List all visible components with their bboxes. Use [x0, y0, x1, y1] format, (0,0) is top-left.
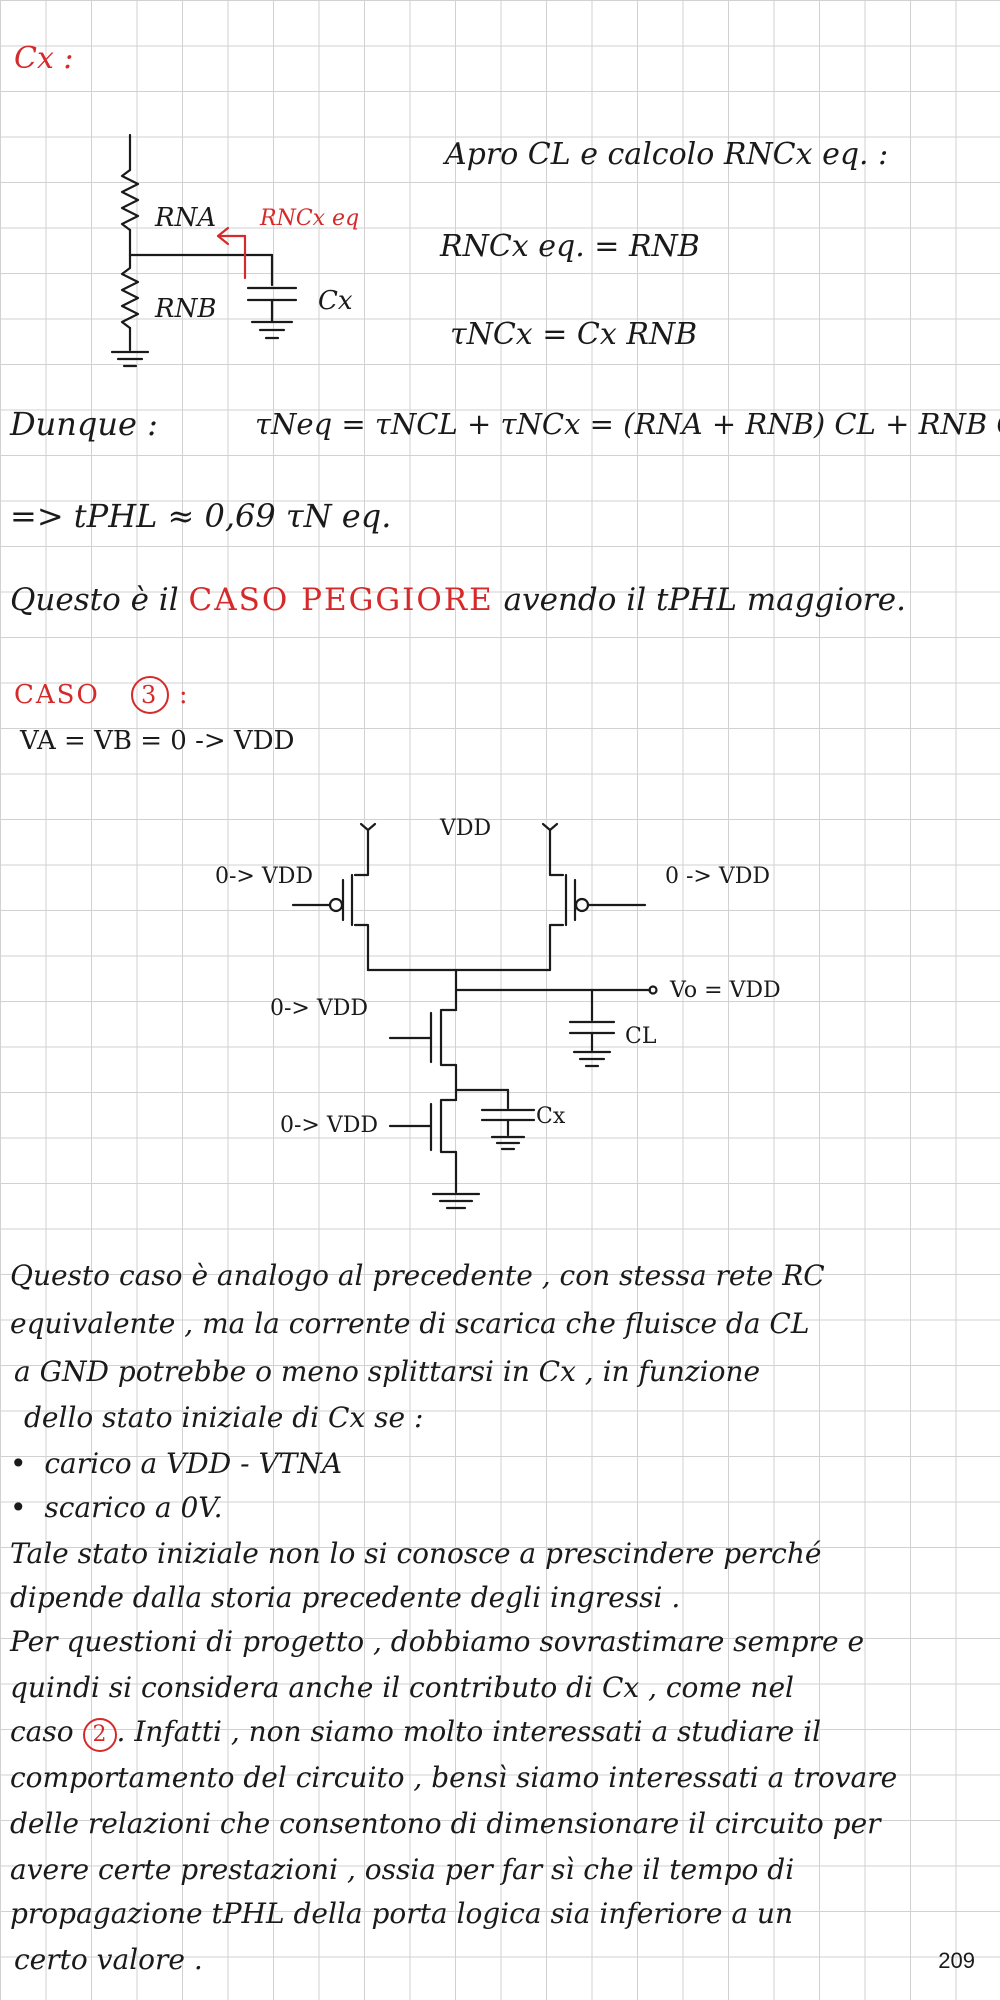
- para1-line: Questo caso è analogo al precedente , co…: [10, 1259, 825, 1292]
- para3-line: avere certe prestazioni , ossia per far …: [10, 1853, 795, 1886]
- worst-case-line: Questo è il CASO PEGGIORE avendo il tPHL…: [10, 585, 906, 616]
- para2-line: Tale stato iniziale non lo si conosce a …: [10, 1537, 822, 1570]
- dunque-formula: τNeq = τNCL + τNCx = (RNA + RNB) CL + RN…: [255, 407, 1000, 441]
- cx-line3: τNCx = Cx RNB: [450, 317, 698, 352]
- c2-in-left-top: 0-> VDD: [215, 864, 314, 889]
- c2-cx: Cx: [536, 1104, 566, 1129]
- bullet-item: • scarico a 0V.: [10, 1491, 223, 1524]
- tphl-result: => tPHL ≈ 0,69 τN eq.: [10, 497, 392, 535]
- cx-line2: RNCx eq. = RNB: [440, 229, 700, 264]
- label-rncxeq: RNCx eq: [260, 206, 360, 231]
- para3-line: quindi si considera anche il contributo …: [10, 1671, 794, 1704]
- worst-case-post: avendo il tPHL maggiore.: [503, 582, 906, 618]
- para3-line: delle relazioni che consentono di dimens…: [10, 1807, 881, 1840]
- bullet-text: scarico a 0V.: [44, 1491, 223, 1524]
- para1-line: dello stato iniziale di Cx se :: [24, 1401, 424, 1434]
- label-cx-1: Cx: [318, 286, 353, 316]
- para1-line: equivalente , ma la corrente di scarica …: [10, 1307, 810, 1340]
- para3-line: Per questioni di progetto , dobbiamo sov…: [10, 1625, 865, 1658]
- para2-line: dipende dalla storia precedente degli in…: [10, 1581, 681, 1614]
- c2-in-right-top: 0 -> VDD: [665, 864, 771, 889]
- label-rnb: RNB: [155, 294, 217, 324]
- cx-line1: Apro CL e calcolo RNCx eq. :: [445, 137, 889, 172]
- c2-cl: CL: [625, 1024, 657, 1049]
- para3-line: certo valore .: [14, 1943, 203, 1976]
- caso3-label: CASO: [14, 680, 100, 710]
- caso3-suffix: :: [178, 680, 190, 710]
- para3-line3: caso 2. Infatti , non siamo molto intere…: [10, 1718, 821, 1752]
- label-rna: RNA: [155, 203, 217, 233]
- bullet-item: • carico a VDD - VTNA: [10, 1447, 343, 1480]
- worst-case-pre: Questo è il: [10, 582, 179, 618]
- para3-line: propagazione tPHL della porta logica sia…: [10, 1897, 794, 1930]
- caso3-number: 3: [130, 676, 169, 714]
- bullet-text: carico a VDD - VTNA: [44, 1447, 343, 1480]
- caso2-circled: 2: [82, 1718, 117, 1752]
- para3-line: comportamento del circuito , bensì siamo…: [10, 1761, 898, 1794]
- dunque-label: Dunque :: [10, 405, 158, 443]
- page-number: 209: [938, 1948, 975, 1973]
- c2-in-mid: 0-> VDD: [270, 996, 369, 1021]
- caso3-heading: CASO 3 :: [14, 676, 190, 714]
- c2-vout: Vo = VDD: [670, 978, 781, 1003]
- caso3-condition: VA = VB = 0 -> VDD: [20, 726, 295, 756]
- c2-vdd: VDD: [440, 816, 492, 841]
- worst-case-highlight: CASO PEGGIORE: [188, 582, 494, 618]
- para1-line: a GND potrebbe o meno splittarsi in Cx ,…: [14, 1355, 761, 1388]
- c2-in-bot: 0-> VDD: [280, 1113, 379, 1138]
- section-cx-heading: Cx :: [14, 41, 74, 76]
- para3-line3-pre: caso: [10, 1715, 74, 1748]
- para3-line3-post: . Infatti , non siamo molto interessati …: [116, 1715, 822, 1748]
